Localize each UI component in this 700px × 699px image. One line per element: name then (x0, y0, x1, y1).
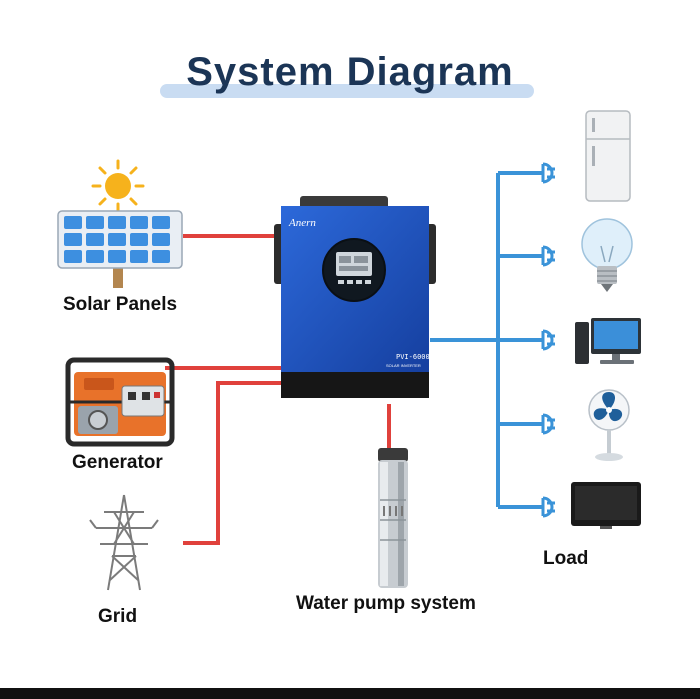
solar-panel-icon (57, 210, 183, 288)
grid-label: Grid (98, 606, 138, 627)
plug-icon (541, 162, 555, 184)
light-bulb-icon (581, 218, 633, 292)
tv-icon (571, 482, 641, 529)
water-pump-icon (378, 448, 408, 588)
generator-label: Generator (72, 452, 163, 473)
plug-icon (541, 413, 555, 435)
page-title: System Diagram (186, 50, 514, 94)
sun-icon (91, 159, 145, 213)
bottom-border (0, 688, 700, 699)
solar-panels-label: Solar Panels (63, 294, 178, 315)
fridge-icon (585, 110, 631, 202)
title-underline (160, 84, 534, 98)
computer-icon (575, 318, 641, 364)
load-connections (430, 171, 543, 509)
plug-icon (541, 245, 555, 267)
inverter-model: PVI-6000 (396, 353, 430, 361)
grid-connection-line (183, 381, 281, 545)
water-pump-label: Water pump system (296, 593, 476, 614)
grid-tower-icon (89, 494, 159, 591)
fan-icon (588, 389, 630, 461)
plug-icon (541, 496, 555, 518)
source-connections (165, 234, 391, 545)
inverter-device (274, 196, 436, 398)
inverter-brand: Anern (288, 217, 316, 229)
inverter-subtitle: SOLAR INVERTER (386, 363, 421, 368)
plug-icon (541, 329, 555, 351)
load-label: Load (543, 548, 589, 569)
generator-icon (65, 357, 175, 447)
